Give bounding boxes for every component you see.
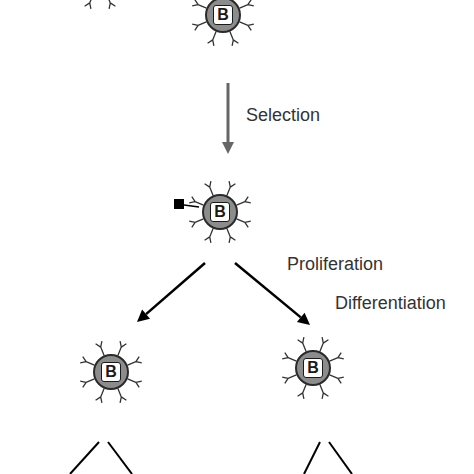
arrow-line	[146, 263, 205, 314]
receptor-spike	[205, 181, 214, 195]
branch-line	[329, 442, 352, 474]
receptor-spike	[282, 375, 296, 384]
receptor-spike	[85, 0, 94, 9]
branch-line	[108, 442, 132, 474]
receptor-spike	[80, 379, 94, 388]
receptor-spike	[80, 357, 94, 366]
receptor-spike	[205, 229, 214, 243]
receptor-spike	[240, 0, 254, 8]
edge-label: Selection	[246, 105, 320, 125]
receptor-spike	[107, 0, 116, 9]
receptor-spike	[192, 22, 206, 31]
flow-arrow	[222, 83, 234, 154]
cell-letter: B	[303, 358, 323, 378]
receptor-spike	[237, 197, 251, 206]
arrow-line	[227, 83, 230, 142]
receptor-spike	[227, 181, 236, 195]
receptor-spike	[118, 389, 127, 403]
flow-arrow	[137, 263, 205, 322]
b-cell: B	[202, 194, 238, 230]
receptor-spike	[96, 389, 105, 403]
receptor-spike	[189, 219, 203, 228]
receptor-spike	[330, 353, 344, 362]
antigen-square	[174, 199, 184, 209]
cell-letter: B	[210, 202, 230, 222]
receptor-spike	[128, 379, 142, 388]
receptor-spike	[240, 22, 254, 31]
process-label: Differentiation	[335, 293, 446, 313]
receptor-spike	[282, 353, 296, 362]
b-cell: B	[205, 0, 241, 33]
cell-letter: B	[101, 362, 121, 382]
receptor-spike	[320, 385, 329, 399]
cell-letter: B	[213, 5, 233, 25]
arrow-head	[137, 310, 150, 322]
receptor-spike	[298, 337, 307, 351]
branch-line	[70, 442, 99, 474]
antigen-link	[184, 205, 199, 207]
decoration-layer	[69, 0, 352, 474]
receptor-spike	[298, 385, 307, 399]
receptor-spike	[189, 197, 203, 206]
receptor-spike	[192, 0, 206, 8]
b-cell: B	[295, 350, 331, 386]
receptor-spike	[227, 229, 236, 243]
receptor-spike	[320, 337, 329, 351]
receptor-spike	[330, 375, 344, 384]
arrow-head	[222, 142, 234, 154]
b-cell: B	[93, 354, 129, 390]
receptor-spike	[128, 357, 142, 366]
receptor-spike	[237, 219, 251, 228]
process-label: Proliferation	[287, 254, 383, 274]
receptor-spike	[208, 32, 217, 46]
receptor-spike	[96, 341, 105, 355]
arrow-head	[297, 313, 310, 325]
receptor-spike	[230, 32, 239, 46]
receptor-spike	[118, 341, 127, 355]
branch-line	[304, 442, 320, 474]
